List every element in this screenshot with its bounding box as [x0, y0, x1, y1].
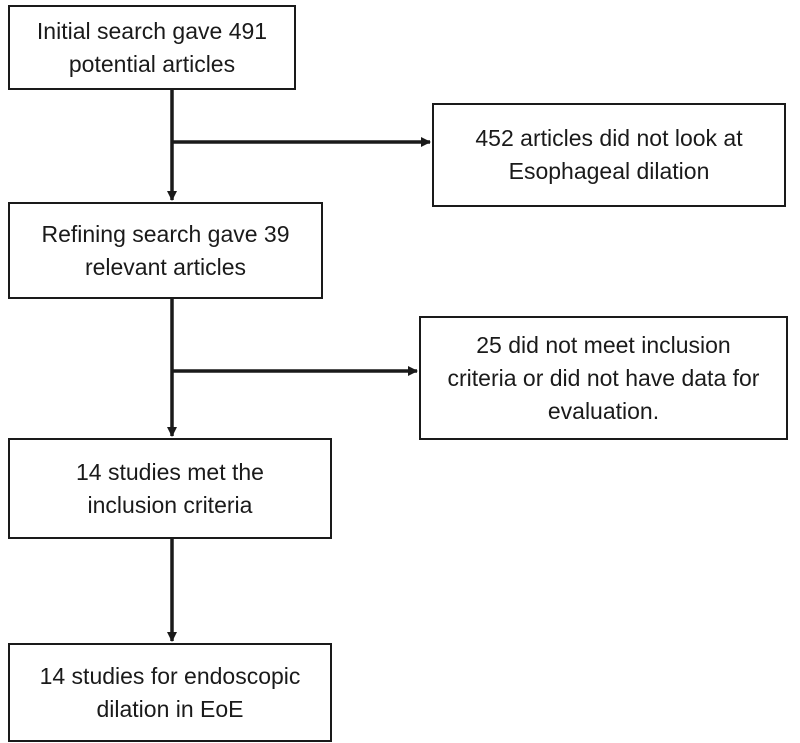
exclusion-1-line-2: Esophageal dilation — [508, 158, 710, 184]
refined-search-box: Refining search gave 39 relevant article… — [8, 202, 323, 299]
refined-search-line-1: Refining search gave 39 — [41, 220, 290, 247]
final-studies-box: 14 studies for endoscopic dilation in Eo… — [8, 643, 332, 742]
refined-search-text: Refining search gave 39 relevant article… — [41, 218, 289, 284]
exclusion-box-1: 452 articles did not look at Esophageal … — [432, 103, 786, 207]
met-criteria-line-2: inclusion criteria — [87, 491, 253, 518]
met-criteria-line-1: 14 studies met the — [76, 458, 264, 485]
exclusion-box-2: 25 did not meet inclusion criteria or di… — [419, 316, 788, 440]
exclusion-2-text: 25 did not meet inclusion criteria or di… — [448, 329, 760, 428]
met-criteria-box: 14 studies met the inclusion criteria — [8, 438, 332, 539]
initial-search-box: Initial search gave 491 potential articl… — [8, 5, 296, 90]
met-criteria-text: 14 studies met the inclusion criteria — [76, 456, 264, 522]
initial-search-line-1: Initial search gave 491 — [36, 17, 268, 44]
exclusion-1-text: 452 articles did not look at Esophageal … — [475, 122, 742, 188]
initial-search-line-2: potential articles — [68, 50, 236, 77]
exclusion-1-line-1: 452 articles did not look at — [475, 125, 743, 151]
exclusion-2-line-3: evaluation. — [547, 397, 660, 424]
final-studies-line-1: 14 studies for endoscopic — [39, 662, 301, 689]
exclusion-2-line-1: 25 did not meet inclusion — [476, 331, 731, 358]
initial-search-text: Initial search gave 491 potential articl… — [37, 15, 267, 81]
exclusion-2-line-2: criteria or did not have data for — [447, 364, 760, 391]
refined-search-line-2: relevant articles — [84, 253, 247, 280]
final-studies-line-2: dilation in EoE — [96, 695, 244, 722]
final-studies-text: 14 studies for endoscopic dilation in Eo… — [40, 660, 301, 726]
